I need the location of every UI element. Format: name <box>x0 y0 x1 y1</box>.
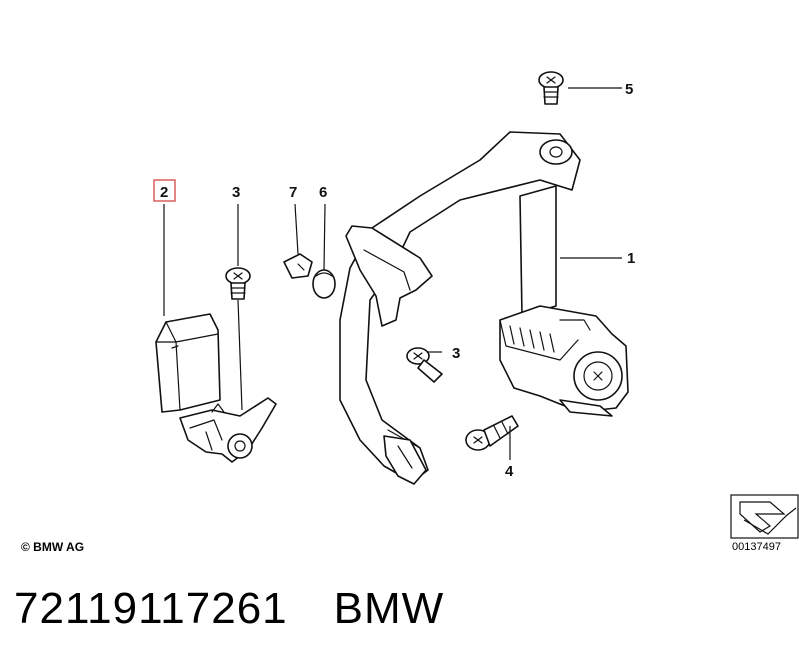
belt-webbing-part <box>339 131 581 485</box>
orientation-arrow-icon <box>730 494 799 539</box>
callout-5: 5 <box>625 81 633 98</box>
callout-7: 7 <box>289 184 297 201</box>
callout-3-left: 3 <box>232 184 240 201</box>
buckle-part <box>155 313 277 463</box>
bolt-part-5 <box>538 71 564 105</box>
callout-4: 4 <box>505 463 514 480</box>
retractor-part <box>499 185 629 417</box>
brand-name: BMW <box>333 584 445 633</box>
clip-part-7 <box>283 253 313 279</box>
diagram-number: 00137497 <box>732 541 781 553</box>
callout-3-right: 3 <box>452 345 460 362</box>
bolt-part-3-right <box>406 347 443 383</box>
part-number: 72119117261 <box>14 584 288 633</box>
bolt-part-3-left <box>225 267 251 300</box>
leader-lines <box>163 87 622 460</box>
copyright-text: © BMW AG <box>21 540 85 554</box>
callout-labels: 1 2 3 3 4 5 6 7 <box>153 81 635 480</box>
callout-1: 1 <box>627 250 635 267</box>
callout-2: 2 <box>160 184 168 201</box>
footer-caption: 72119117261 BMW <box>14 584 444 634</box>
bolt-part-4 <box>465 415 519 451</box>
cap-part-6 <box>312 269 336 299</box>
callout-6: 6 <box>319 184 327 201</box>
callout-2-highlight-box <box>153 179 176 202</box>
